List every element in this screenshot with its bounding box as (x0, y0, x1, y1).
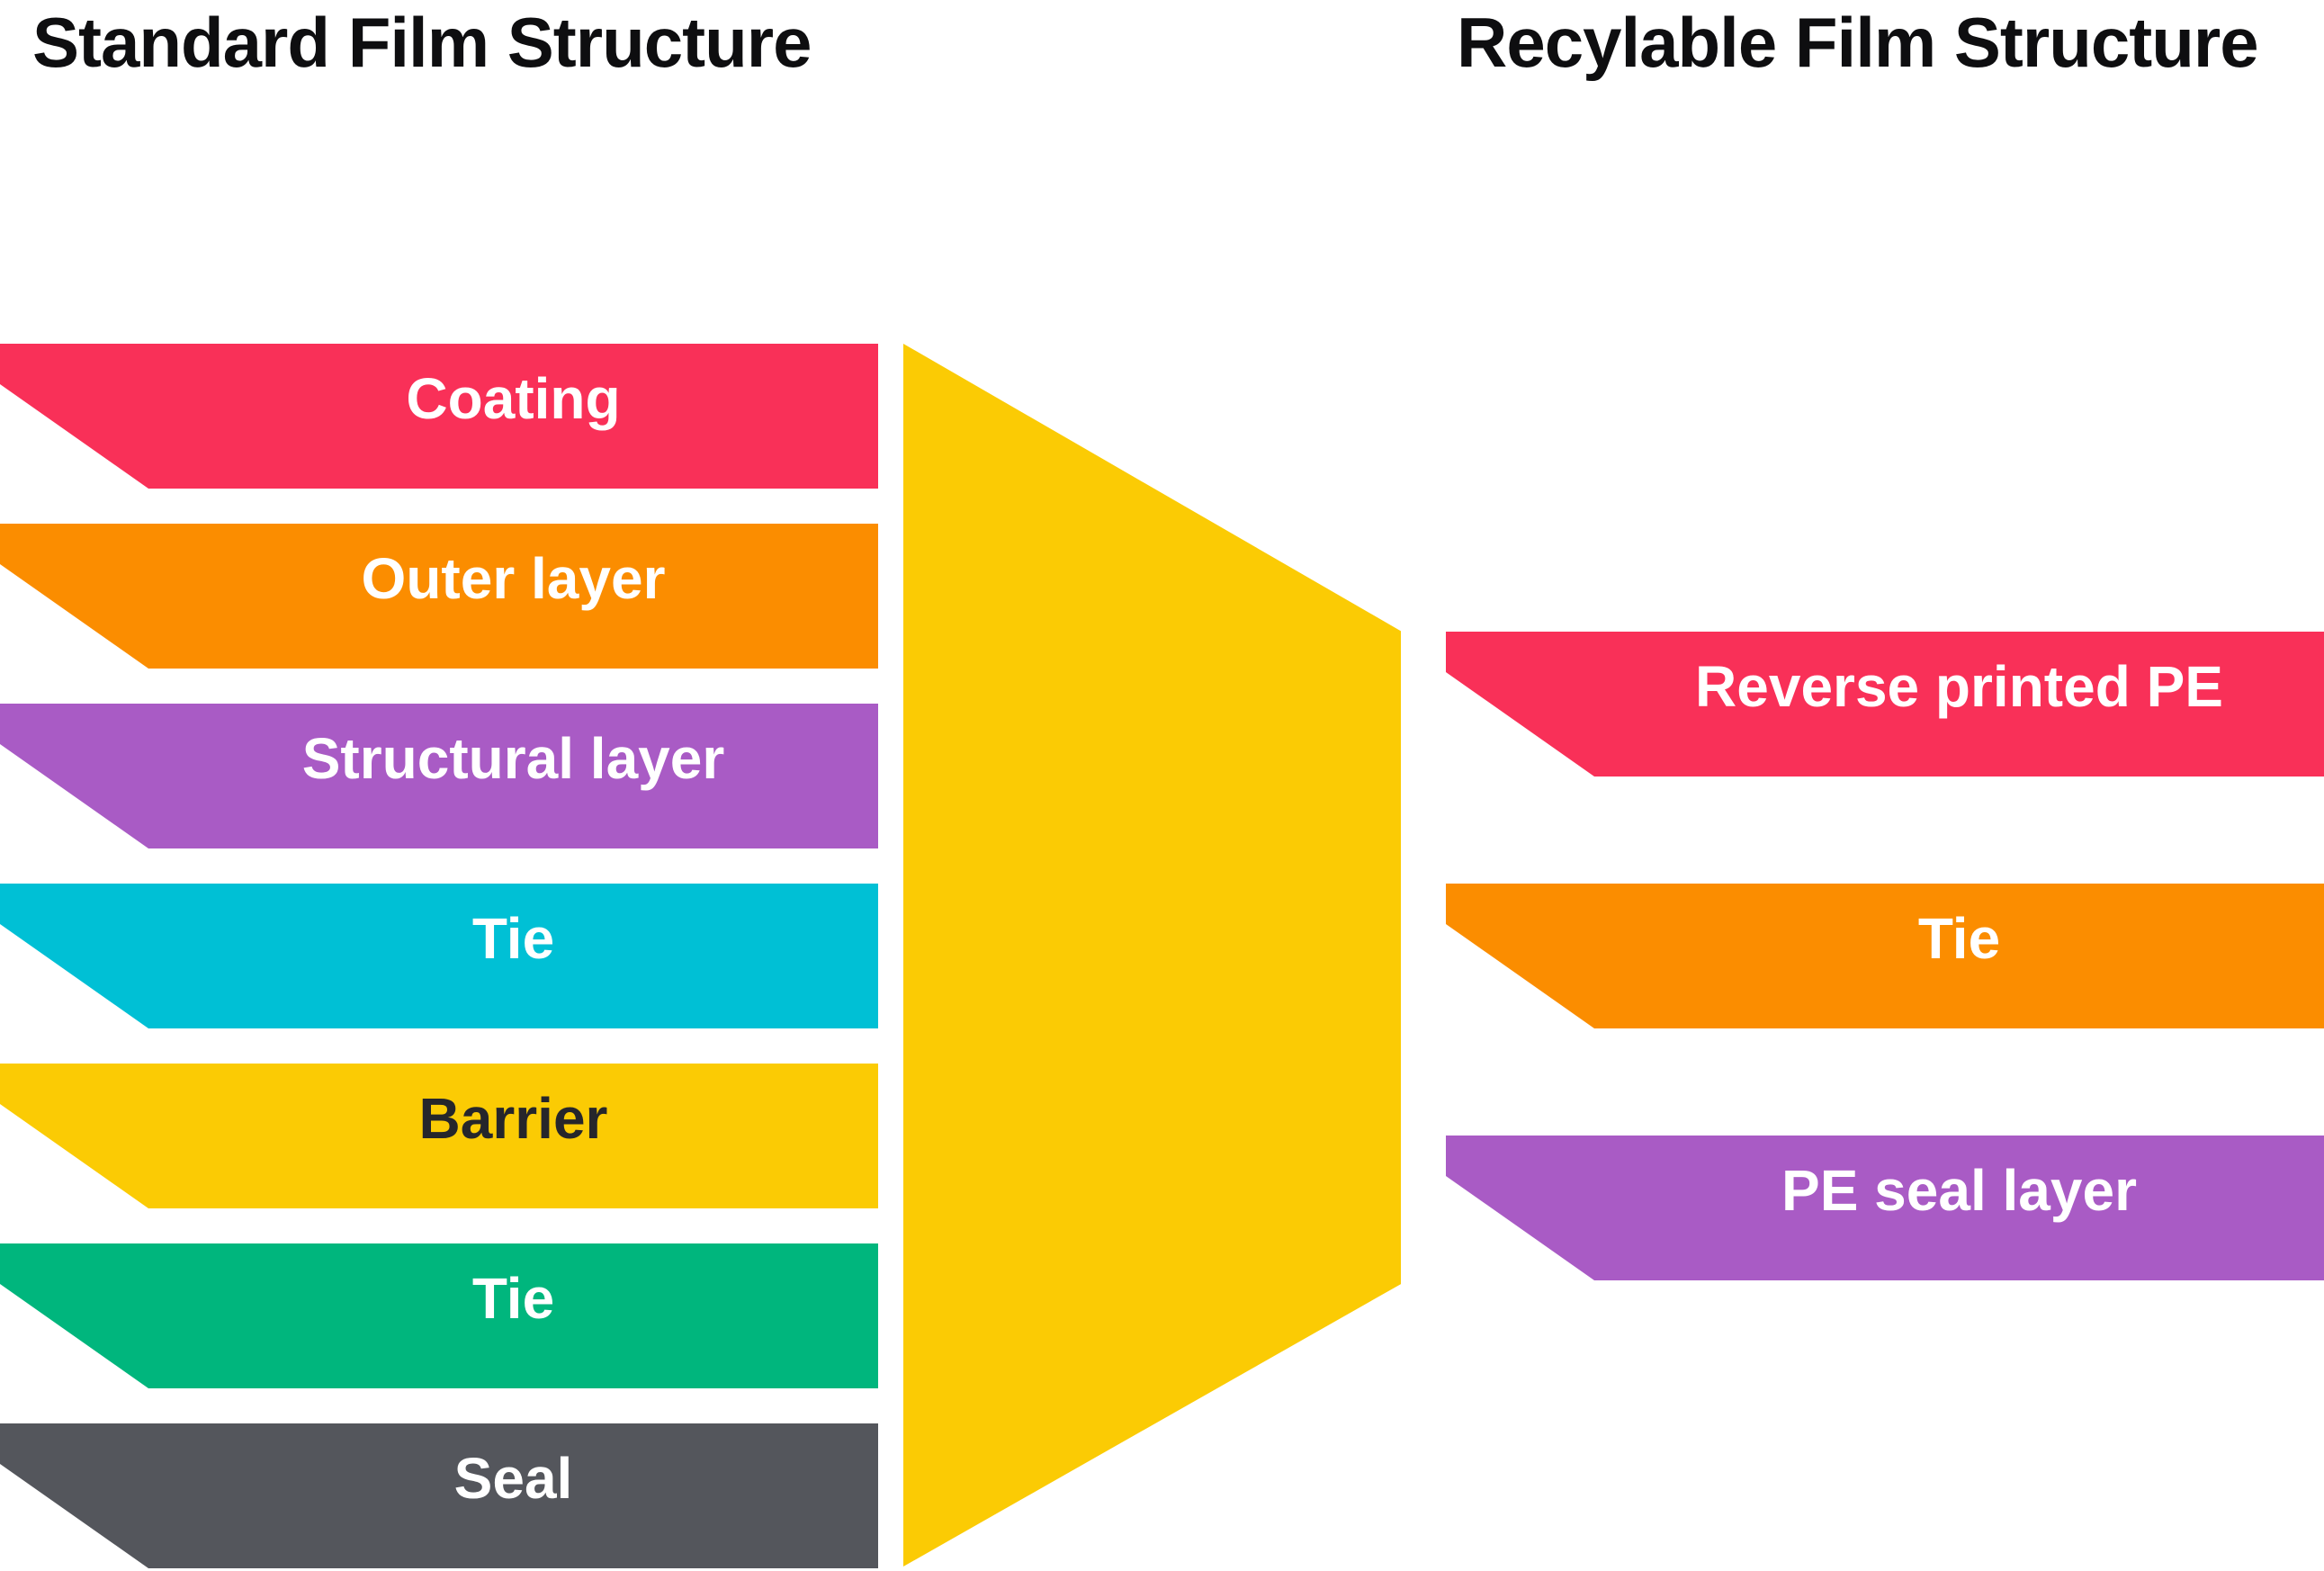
layer-label: PE seal layer (1781, 1158, 2137, 1223)
layer-bar-tie-lower: Tie (0, 1243, 878, 1388)
converging-funnel-shape (903, 344, 1401, 1567)
layer-bar-structural-layer: Structural layer (0, 704, 878, 848)
left-diagram-title: Standard Film Structure (32, 3, 812, 82)
layer-label: Reverse printed PE (1695, 654, 2223, 719)
layer-bar-coating: Coating (0, 344, 878, 489)
layer-bar-tie-upper: Tie (0, 884, 878, 1028)
right-diagram-title: Recylable Film Structure (1457, 3, 2259, 82)
layer-label: Outer layer (361, 546, 666, 611)
layer-bar-outer-layer: Outer layer (0, 524, 878, 669)
layer-label: Tie (1917, 906, 2001, 971)
layer-label: Tie (471, 906, 555, 971)
layer-label: Tie (471, 1266, 555, 1331)
layer-bar-seal: Seal (0, 1423, 878, 1568)
layer-bar-tie-right: Tie (1446, 884, 2324, 1028)
layer-bar-reverse-printed-pe: Reverse printed PE (1446, 632, 2324, 777)
layer-bar-barrier: Barrier (0, 1064, 878, 1208)
layer-label: Barrier (418, 1086, 608, 1151)
layer-bar-pe-seal-layer: PE seal layer (1446, 1136, 2324, 1280)
layer-label: Coating (406, 366, 621, 431)
layer-label: Structural layer (301, 726, 725, 791)
layer-label: Seal (453, 1446, 573, 1511)
